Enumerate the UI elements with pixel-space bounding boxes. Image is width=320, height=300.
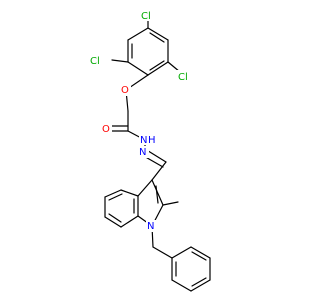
ring-bond: [104, 216, 122, 228]
amide-h-label: H: [148, 135, 156, 146]
atom-labels: Cl Cl Cl O O N H N N: [89, 9, 194, 232]
amide-nh-label: N: [140, 135, 147, 146]
ring-bond: [190, 279, 211, 292]
indole-n-label: N: [147, 221, 154, 232]
ring-bond: [190, 246, 211, 259]
ring-bond: [151, 179, 164, 206]
cl-ortho-right-label: Cl: [178, 72, 188, 83]
ring-bond: [120, 215, 139, 228]
ring-bond: [127, 61, 149, 76]
ring-bond: [120, 189, 139, 197]
ring-bond: [171, 246, 192, 259]
ring-bond: [147, 61, 169, 76]
ring-double-bond: [191, 251, 207, 261]
structure-canvas: Cl Cl Cl O O N H N N: [89, 9, 211, 292]
ring-bond: [127, 27, 149, 41]
trichlorophenyl-ring: [127, 27, 169, 76]
ring-double-bond: [149, 32, 165, 43]
ring-double-bond: [191, 277, 207, 287]
indole-pyrrole-ring: [137, 179, 164, 227]
ring-double-bond: [149, 60, 165, 71]
ring-bond: [147, 27, 169, 41]
ring-double-bond: [108, 213, 122, 223]
molecule-structure-diagram: Cl Cl Cl O O N H N N: [89, 9, 211, 292]
bond-methyl: [162, 201, 179, 206]
bond-ch2-phenyl: [152, 246, 173, 259]
indole-benzene-ring: [104, 189, 139, 228]
ether-oxygen-label: O: [121, 85, 129, 96]
cl-ortho-left-label: Cl: [90, 56, 100, 67]
cl-para-label: Cl: [141, 11, 151, 22]
bond-cl-ortho-left: [111, 59, 129, 63]
ring-double-bond: [155, 185, 159, 204]
imine-n-label: N: [139, 147, 146, 158]
ring-bond: [171, 279, 192, 292]
ring-bond: [137, 179, 153, 197]
carbonyl-oxygen-label: O: [102, 124, 110, 135]
ring-double-bond: [108, 193, 123, 201]
benzyl-phenyl-ring: [171, 246, 211, 292]
bond-ch-indole: [151, 161, 167, 181]
ring-bond: [104, 189, 122, 198]
